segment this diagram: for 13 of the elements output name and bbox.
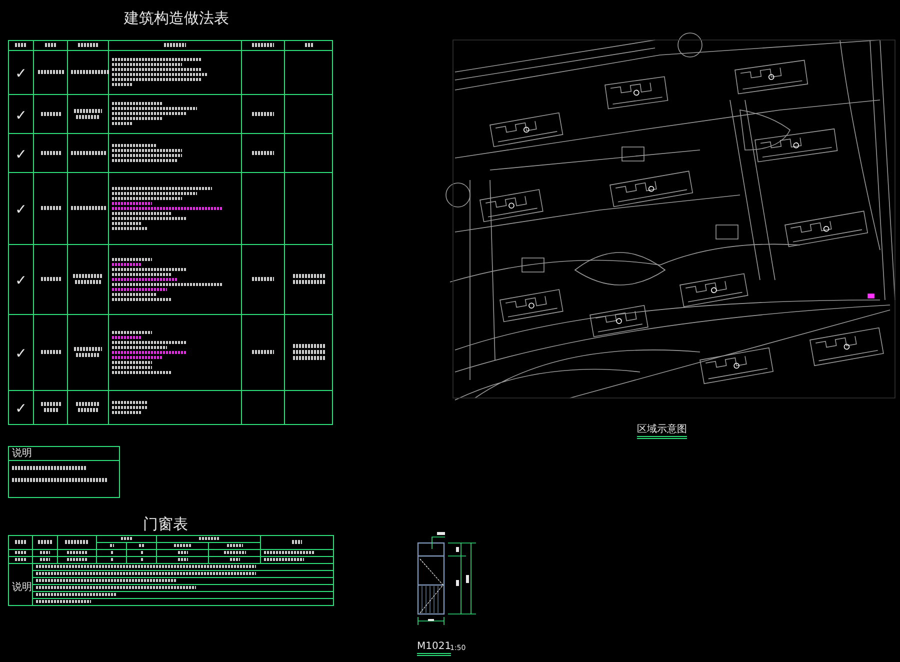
check-mark: ✓	[15, 108, 27, 124]
table-title: 建筑构造做法表	[124, 10, 229, 26]
check-mark: ✓	[15, 401, 27, 417]
drawing-title: M1021	[417, 641, 452, 656]
label-text: 说明	[12, 582, 32, 593]
table-title: 门窗表	[143, 516, 188, 532]
check-mark: ✓	[15, 202, 27, 218]
check-mark: ✓	[15, 66, 27, 82]
notes-heading: 说明	[12, 448, 32, 458]
check-mark: ✓	[15, 273, 27, 289]
check-mark: ✓	[15, 146, 27, 162]
drawing-title: 区域示意图	[637, 424, 687, 439]
check-mark: ✓	[15, 346, 27, 362]
